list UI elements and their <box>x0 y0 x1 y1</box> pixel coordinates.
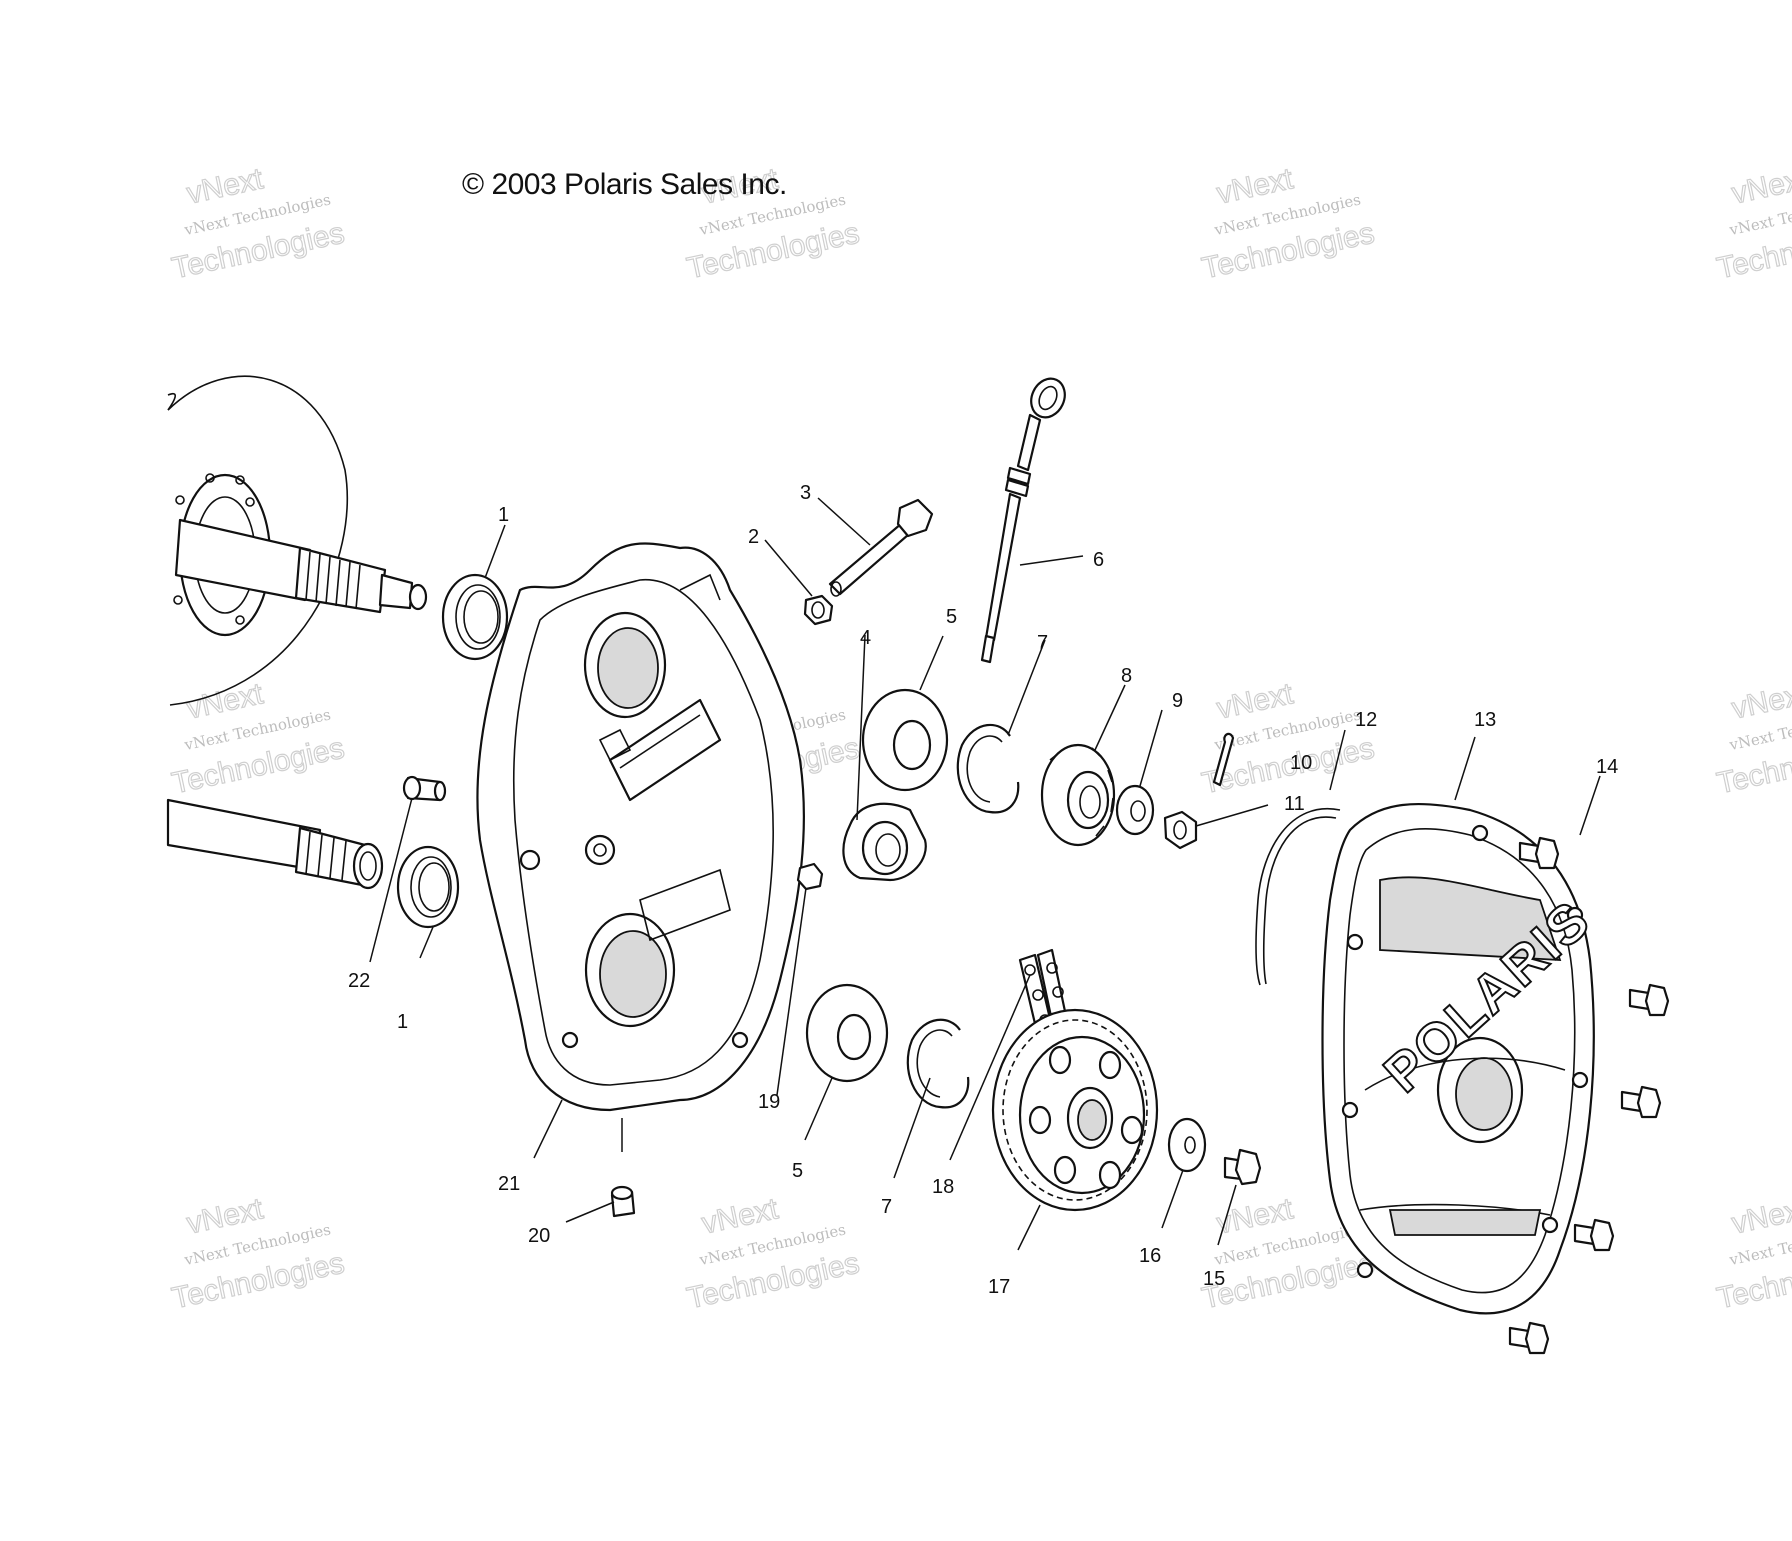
callout-2: 2 <box>748 526 759 548</box>
callout-14: 14 <box>1596 756 1618 778</box>
bearing-lower <box>805 983 889 1083</box>
cover-bolt <box>1628 983 1670 1017</box>
seal-upper <box>441 573 509 661</box>
watermark-line1: vNext <box>184 162 267 210</box>
callout-20: 20 <box>528 1225 550 1247</box>
watermark: vNext vNext Technologies Technologies <box>169 1192 348 1316</box>
watermark-line1: vNext <box>1729 1192 1792 1240</box>
watermark: vNext vNext Technologies Technologies <box>1199 162 1378 286</box>
callout-8: 8 <box>1121 665 1132 687</box>
callout-21: 21 <box>498 1173 520 1195</box>
cover-bolt <box>1518 836 1560 870</box>
washer-large <box>1167 1117 1207 1173</box>
watermark: vNext vNext Technologies Technologies <box>169 677 348 801</box>
callout-7-lower: 7 <box>881 1196 892 1218</box>
leader-lines <box>369 497 1601 1251</box>
watermark: vNext vNext Technologies Technologies <box>1714 1192 1792 1316</box>
callout-10: 10 <box>1290 752 1312 774</box>
snap-ring-lower <box>906 1018 970 1109</box>
washer-small <box>1115 784 1155 836</box>
callout-7-upper: 7 <box>1037 632 1048 654</box>
callout-15: 15 <box>1203 1268 1225 1290</box>
sprocket-bolt <box>1223 1148 1262 1186</box>
watermark-line1: vNext <box>699 1192 782 1240</box>
callout-9: 9 <box>1172 690 1183 712</box>
callout-19: 19 <box>758 1091 780 1113</box>
tensioner-roller <box>842 802 927 882</box>
callout-5-upper: 5 <box>946 606 957 628</box>
castle-nut <box>1163 810 1198 850</box>
callout-4: 4 <box>860 627 871 649</box>
driven-sprocket <box>991 1008 1159 1212</box>
watermark: vNext vNext Technologies Technologies <box>684 1192 863 1316</box>
callout-labels: 1 1 2 3 4 5 5 6 7 7 8 9 10 11 12 13 14 1… <box>348 482 1618 1298</box>
nut <box>803 594 834 626</box>
lower-shaft <box>166 798 384 890</box>
callout-22: 22 <box>348 970 370 992</box>
bearing-upper <box>861 688 949 792</box>
callout-6: 6 <box>1093 549 1104 571</box>
cover-bolt <box>1573 1218 1615 1252</box>
callout-13: 13 <box>1474 709 1496 731</box>
dowel-pin <box>402 775 447 802</box>
watermark-line1: vNext <box>184 1192 267 1240</box>
watermark-line1: vNext <box>1214 162 1297 210</box>
cotter-pin <box>1212 732 1235 787</box>
watermark: vNext vNext Technologies Technologies <box>1714 677 1792 801</box>
copyright-notice: © 2003 Polaris Sales Inc. <box>462 168 787 201</box>
watermark-line1: vNext <box>1729 677 1792 725</box>
watermark-line1: vNext <box>1729 162 1792 210</box>
snap-ring-upper <box>956 723 1020 814</box>
seal-lower <box>396 845 460 929</box>
drive-sprocket <box>1040 743 1116 847</box>
watermark: vNext vNext Technologies Technologies <box>1714 162 1792 286</box>
watermark: vNext vNext Technologies Technologies <box>169 162 348 286</box>
long-bolt <box>828 498 934 597</box>
callout-11: 11 <box>1284 793 1305 815</box>
cover-bolt <box>1620 1085 1662 1119</box>
callout-5-lower: 5 <box>792 1160 803 1182</box>
callout-1-lower: 1 <box>397 1011 408 1033</box>
callout-3: 3 <box>800 482 811 504</box>
watermark-line1: vNext <box>184 677 267 725</box>
lock-nut <box>796 862 824 891</box>
cover-bolt <box>1508 1321 1550 1355</box>
dipstick <box>980 377 1066 664</box>
callout-18: 18 <box>932 1176 954 1198</box>
drain-plug <box>610 1185 636 1218</box>
chaincase-housing <box>476 542 806 1112</box>
callout-12: 12 <box>1355 709 1377 731</box>
callout-1-upper: 1 <box>498 504 509 526</box>
cover-gasket <box>1255 807 1341 986</box>
chaincase-cover: POLARIS <box>1321 802 1603 1315</box>
callout-16: 16 <box>1139 1245 1161 1267</box>
upper-shaft <box>174 518 428 614</box>
callout-17: 17 <box>988 1276 1010 1298</box>
watermark-line1: vNext <box>1214 677 1297 725</box>
